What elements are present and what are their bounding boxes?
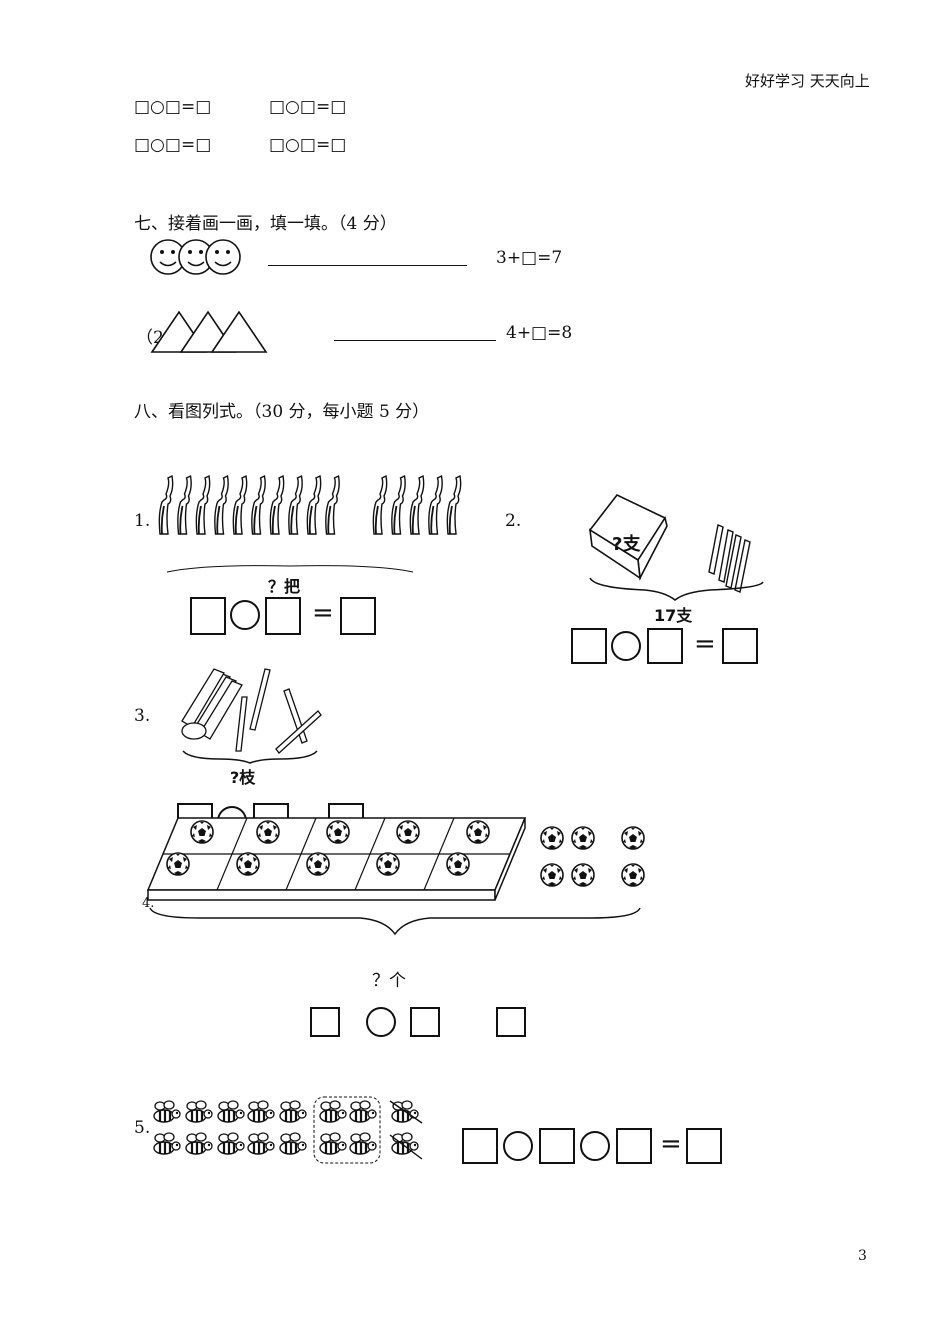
equals-sign: =	[312, 598, 334, 628]
equals-sign: =	[694, 629, 716, 659]
knife-icon	[232, 474, 248, 535]
q7-1-equation: 3+□=7	[496, 248, 563, 268]
page-number: 3	[858, 1248, 867, 1264]
bee-icon	[349, 1100, 377, 1123]
soccer-balls-illustration	[146, 817, 645, 936]
q8-4-number: 4.	[142, 896, 155, 911]
bee-icon	[391, 1132, 419, 1155]
knife-icon	[269, 474, 285, 535]
operator-circle[interactable]	[611, 631, 641, 661]
section-8-title: 八、看图列式。（30 分，每小题 5 分）	[134, 402, 430, 422]
bee-icon	[279, 1132, 307, 1155]
soccer-ball-icon	[621, 863, 645, 887]
soccer-ball-icon	[236, 852, 260, 876]
bee-icon	[153, 1100, 181, 1123]
smiley-faces-icon	[150, 239, 241, 275]
cross-out-mark	[389, 1100, 423, 1160]
q8-2-total: 17支	[654, 606, 693, 625]
bee-icon	[247, 1100, 275, 1123]
triangles-icon	[150, 310, 268, 353]
answer-box[interactable]	[571, 628, 607, 664]
answer-line	[268, 265, 467, 266]
q8-1-number: 1.	[134, 511, 151, 531]
bee-icon	[247, 1132, 275, 1155]
q8-4-label: ？个	[372, 971, 406, 991]
q8-2-box-label: ?支	[612, 534, 641, 555]
soccer-ball-icon	[621, 826, 645, 850]
knife-icon	[288, 474, 303, 535]
bee-icon	[319, 1100, 347, 1123]
q7-2-prefix: （2	[136, 328, 164, 348]
soccer-ball-icon	[571, 863, 595, 887]
operator-circle[interactable]	[503, 1131, 533, 1161]
answer-box[interactable]	[647, 628, 683, 664]
knife-icon	[214, 474, 229, 535]
answer-box[interactable]	[686, 1128, 722, 1164]
soccer-ball-icon	[571, 826, 595, 850]
operator-circle[interactable]	[580, 1131, 610, 1161]
knife-icon	[158, 474, 174, 535]
knife-icon	[195, 474, 211, 535]
bee-icon	[319, 1132, 347, 1155]
answer-box[interactable]	[496, 1007, 526, 1037]
knife-icon	[391, 474, 406, 535]
answer-box[interactable]	[190, 597, 226, 635]
answer-line	[334, 340, 496, 341]
equation-blank: □○□=□	[269, 135, 347, 155]
soccer-ball-icon	[166, 852, 190, 876]
answer-box[interactable]	[410, 1007, 440, 1037]
q8-2-number: 2.	[505, 511, 522, 531]
answer-box[interactable]	[616, 1128, 652, 1164]
answer-box[interactable]	[722, 628, 758, 664]
soccer-ball-icon	[396, 820, 420, 844]
q8-3-label: ?枝	[230, 768, 256, 787]
knife-icon	[428, 474, 443, 535]
soccer-ball-icon	[466, 820, 490, 844]
soccer-ball-icon	[306, 852, 330, 876]
bee-icon	[279, 1100, 307, 1123]
bees-illustration	[153, 1096, 423, 1164]
section-7-title: 七、接着画一画，填一填。（4 分）	[134, 214, 397, 234]
knife-icon	[446, 474, 462, 535]
answer-box[interactable]	[340, 597, 376, 635]
answer-box[interactable]	[539, 1128, 575, 1164]
soccer-ball-icon	[540, 863, 564, 887]
equals-sign: =	[660, 1129, 682, 1159]
answer-box[interactable]	[310, 1007, 340, 1037]
bee-icon	[185, 1132, 213, 1155]
q8-3-number: 3.	[134, 706, 151, 726]
bee-icon	[217, 1132, 245, 1155]
equation-blank: □○□=□	[269, 97, 347, 117]
q8-5-number: 5.	[134, 1118, 151, 1138]
knife-icon	[306, 474, 322, 535]
answer-box[interactable]	[265, 597, 301, 635]
soccer-ball-icon	[256, 820, 280, 844]
bee-icon	[217, 1100, 245, 1123]
knife-icon	[251, 474, 266, 535]
bee-icon	[185, 1100, 213, 1123]
operator-circle[interactable]	[366, 1007, 396, 1037]
soccer-ball-icon	[326, 820, 350, 844]
pencil-box-illustration	[588, 493, 764, 601]
soccer-ball-icon	[540, 826, 564, 850]
equation-blank: □○□=□	[134, 135, 212, 155]
knife-icon	[409, 474, 425, 535]
brace-icon	[166, 565, 414, 573]
header-motto: 好好学习 天天向上	[745, 72, 870, 90]
soccer-ball-icon	[190, 820, 214, 844]
q8-1-label: ？把	[268, 577, 301, 596]
knife-icon	[177, 474, 192, 535]
bee-icon	[153, 1132, 181, 1155]
equation-blank: □○□=□	[134, 97, 212, 117]
soccer-ball-icon	[376, 852, 400, 876]
bee-icon	[349, 1132, 377, 1155]
knife-icon	[325, 474, 340, 535]
knives-illustration	[158, 474, 462, 535]
operator-circle[interactable]	[230, 600, 260, 630]
answer-box[interactable]	[462, 1128, 498, 1164]
sticks-bundle-illustration	[181, 668, 322, 764]
q7-2-equation: 4+□=8	[506, 323, 573, 343]
knife-icon	[372, 474, 388, 535]
soccer-ball-icon	[446, 852, 470, 876]
